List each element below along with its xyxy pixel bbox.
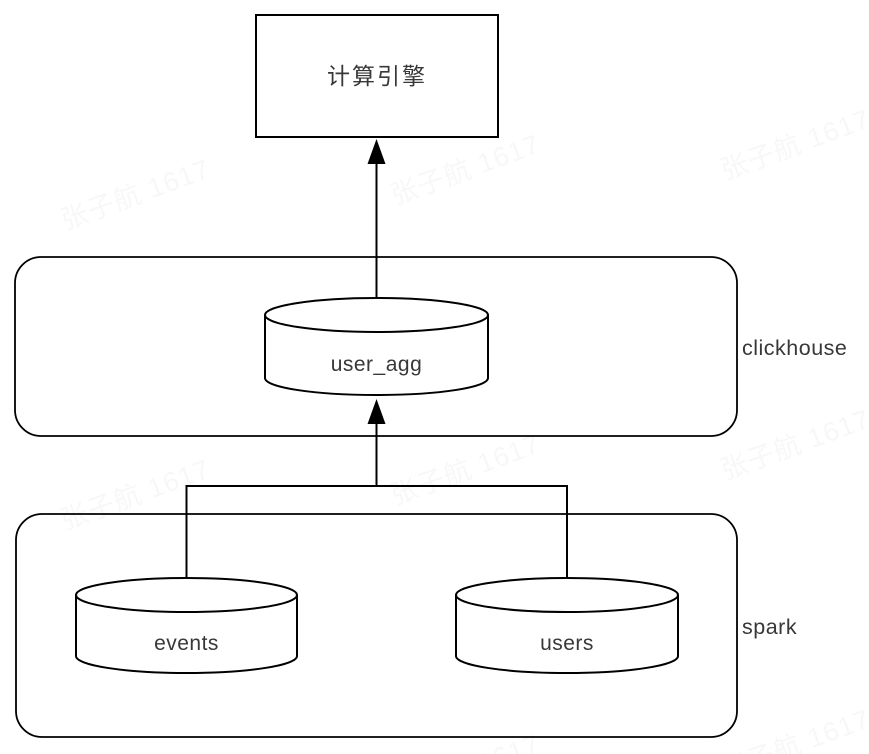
events-cylinder-top	[75, 577, 298, 613]
watermark-text: 张子航 1617	[57, 454, 214, 536]
edge-useragg-to-engine	[367, 139, 386, 298]
useragg-node: user_agg	[264, 297, 489, 397]
clickhouse-group-label: clickhouse	[742, 336, 847, 360]
elbow-connector-line	[185, 485, 568, 578]
users-label: users	[540, 632, 594, 655]
watermark-text: 张子航 1617	[387, 729, 544, 754]
users-cylinder-top	[455, 577, 679, 613]
users-cylinder-body	[455, 595, 679, 675]
useragg-label: user_agg	[331, 353, 423, 376]
arrowhead-up-icon	[367, 399, 386, 424]
watermark-text: 张子航 1617	[387, 129, 544, 211]
users-node: users	[455, 577, 679, 675]
engine-box	[255, 14, 499, 138]
events-cylinder-body	[75, 595, 298, 675]
watermark-text: 张子航 1617	[717, 404, 869, 486]
watermark-text: 张子航 1617	[387, 429, 544, 511]
engine-label: 计算引擎	[327, 63, 427, 89]
spark-container	[15, 513, 738, 738]
engine-node: 计算引擎	[255, 14, 499, 138]
events-node: events	[75, 577, 298, 675]
watermark-text: 张子航 1617	[717, 104, 869, 186]
useragg-cylinder-body	[264, 315, 489, 397]
events-label: events	[154, 632, 219, 655]
arrowhead-up-icon	[367, 139, 386, 164]
useragg-cylinder-top	[264, 297, 489, 333]
edge-spark-to-useragg	[185, 399, 568, 578]
spark-group-label: spark	[742, 615, 797, 639]
watermark-text: 张子航 1617	[57, 154, 214, 236]
watermark-text: 张子航 1617	[717, 704, 869, 754]
spark-group: spark	[15, 513, 797, 738]
